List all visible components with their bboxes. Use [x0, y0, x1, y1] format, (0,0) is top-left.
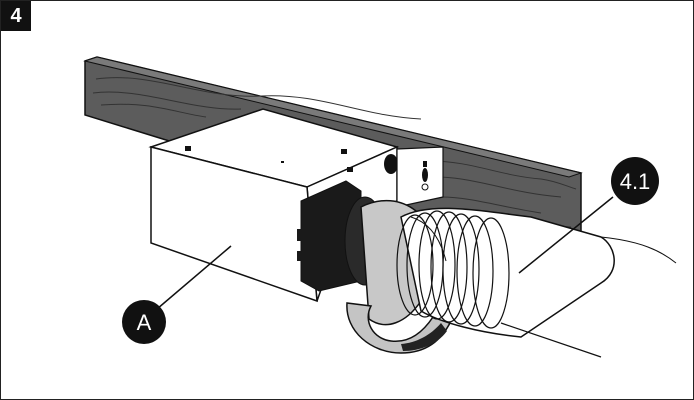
- callout-a: A: [122, 245, 232, 344]
- callout-4-1: 4.1: [518, 157, 659, 274]
- callout-4-1-marker: [611, 157, 659, 205]
- flexible-duct-pipe: [396, 207, 677, 358]
- callout-4-1-label: 4.1: [620, 169, 651, 194]
- mounting-bracket: [396, 146, 444, 208]
- callout-a-label: A: [137, 310, 152, 335]
- step-number-badge: 4: [1, 1, 31, 31]
- callout-4-1-leader-line: [518, 196, 614, 274]
- callout-a-marker: [122, 300, 166, 344]
- callout-a-leader-line: [156, 245, 232, 310]
